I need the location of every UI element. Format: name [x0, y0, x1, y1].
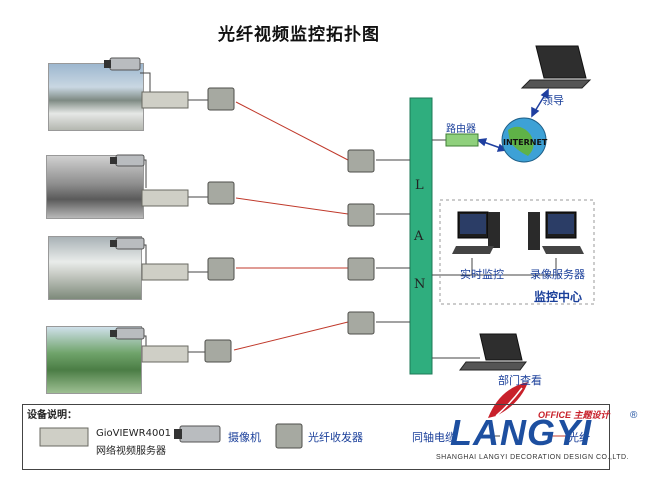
fiber-lines [233, 101, 349, 351]
camera-icons [104, 57, 145, 340]
lan-drop-links [376, 139, 560, 359]
transceiver-icon-center-4 [347, 311, 375, 335]
leader-label: 领导 [542, 94, 564, 107]
server-transceiver-links [188, 99, 208, 353]
transceiver-icon-center-2 [347, 203, 375, 227]
transceiver-icon-site-3 [207, 257, 235, 281]
legend-icons [39, 423, 566, 449]
brand-company: SHANGHAI LANGYI DECORATION DESIGN CO.,LT… [436, 454, 630, 461]
camera-icon-1 [104, 57, 141, 71]
lan-backbone-bar [409, 97, 433, 375]
camera-icon-4 [110, 327, 145, 340]
legend-server-icon [39, 427, 89, 447]
dept-label: 部门查看 [498, 374, 542, 387]
lan-letter-l: L [415, 178, 424, 193]
legend-transceiver-icon [275, 423, 303, 449]
lan-letter-n: N [414, 277, 426, 292]
laptop-icon-leader [520, 45, 592, 89]
desktop-icon-recorder [528, 211, 584, 254]
video-server-icon-1 [141, 91, 189, 109]
legend-box [22, 404, 610, 470]
diagram-title: 光纤视频监控拓扑图 [218, 25, 380, 45]
video-server-icon-2 [141, 189, 189, 207]
fiber-transceiver-icons [204, 87, 375, 363]
realtime-label: 实时监控 [460, 268, 504, 281]
legend-server-line1: GioVIEWR4001 [96, 428, 172, 439]
legend-camera-label: 摄像机 [228, 431, 261, 444]
lan-letter-a: A [414, 229, 424, 244]
internet-globe-icon [501, 117, 547, 163]
legend-fiber-label: 光纤 [568, 431, 590, 444]
legend-transceiver-label: 光纤收发器 [308, 431, 363, 444]
brand-tagline: OFFICE 主题设计 [538, 410, 610, 420]
transceiver-icon-site-1 [207, 87, 235, 111]
video-server-icons [141, 91, 189, 363]
center-label: 监控中心 [534, 290, 583, 304]
brand-name: LANGYI [450, 412, 593, 453]
transceiver-icon-site-2 [207, 181, 235, 205]
recorder-label: 录像服务器 [530, 268, 585, 281]
internet-label: INTERNET [503, 138, 548, 147]
transceiver-icon-site-4 [204, 339, 232, 363]
router-label: 路由器 [446, 124, 476, 135]
video-server-icon-4 [141, 345, 189, 363]
router-icon [445, 133, 479, 147]
brand-leaf-logo [488, 382, 528, 418]
desktop-icon-realtime [452, 211, 500, 254]
legend-coax-label: 同轴电缆 [412, 431, 456, 444]
fiber-line-2 [235, 197, 349, 215]
fiber-line-1 [235, 101, 349, 161]
transceiver-icon-center-1 [347, 149, 375, 173]
brand-reg: ® [630, 410, 638, 421]
fiber-line-4 [233, 321, 349, 351]
camera-icon-3 [110, 237, 145, 250]
legend-server-line2: 网络视频服务器 [96, 446, 166, 457]
laptop-icon-dept [459, 333, 527, 371]
legend-heading: 设备说明： [27, 410, 77, 421]
monitor-center-box [439, 199, 595, 305]
coax-link-1 [140, 72, 151, 98]
camera-icon-2 [110, 154, 145, 167]
coax-links [140, 72, 151, 352]
network-arrows [476, 88, 549, 152]
video-server-icon-3 [141, 263, 189, 281]
transceiver-icon-center-3 [347, 257, 375, 281]
